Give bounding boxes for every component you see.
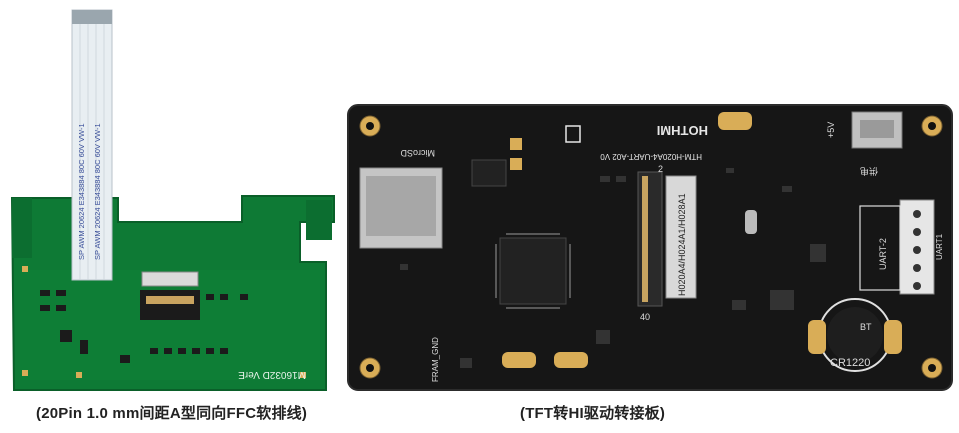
caption-left: (20Pin 1.0 mm间距A型同向FFC软排线) bbox=[36, 405, 308, 422]
svg-text:40: 40 bbox=[640, 312, 650, 322]
main-ic bbox=[499, 237, 567, 305]
uart-label: UART-2 bbox=[878, 238, 888, 270]
svg-text:UART1: UART1 bbox=[935, 233, 944, 260]
brand-logo: HOTHMI bbox=[657, 123, 708, 138]
caption-right: (TFT转HI驱动转接板) bbox=[520, 405, 666, 422]
svg-text:SP AWM 20624 E343884 80C 60V V: SP AWM 20624 E343884 80C 60V VW-1 bbox=[93, 123, 102, 260]
board-model: HTM-H020A4-UART-A02 V0 bbox=[600, 152, 702, 161]
black-adapter-board-photo: MicroSD HOTHMI HTM-H020A4-UART-A02 V0 H0… bbox=[340, 0, 959, 395]
green-lcd-board-photo: SP AWM 20624 E343884 80C 60V VW-1 SP AWM… bbox=[0, 0, 340, 395]
svg-text:BT: BT bbox=[860, 322, 872, 332]
gnd-label: FRAM_GND bbox=[431, 337, 440, 382]
ffc-print: SP AWM 20624 E343884 80C 60V VW-1 bbox=[77, 123, 86, 260]
fpc-connector bbox=[637, 171, 663, 307]
ffc-cable bbox=[71, 9, 113, 281]
svg-text:2: 2 bbox=[658, 164, 663, 174]
power-label: +5V bbox=[826, 122, 836, 138]
battery-label: CR1220 bbox=[830, 357, 870, 369]
connector-label: H020A4/H024A1/H028A1 bbox=[677, 193, 687, 296]
microsd-label: MicroSD bbox=[400, 148, 435, 158]
svg-text:供电: 供电 bbox=[860, 166, 878, 177]
left-model-print: M16032D VerE bbox=[238, 369, 306, 380]
